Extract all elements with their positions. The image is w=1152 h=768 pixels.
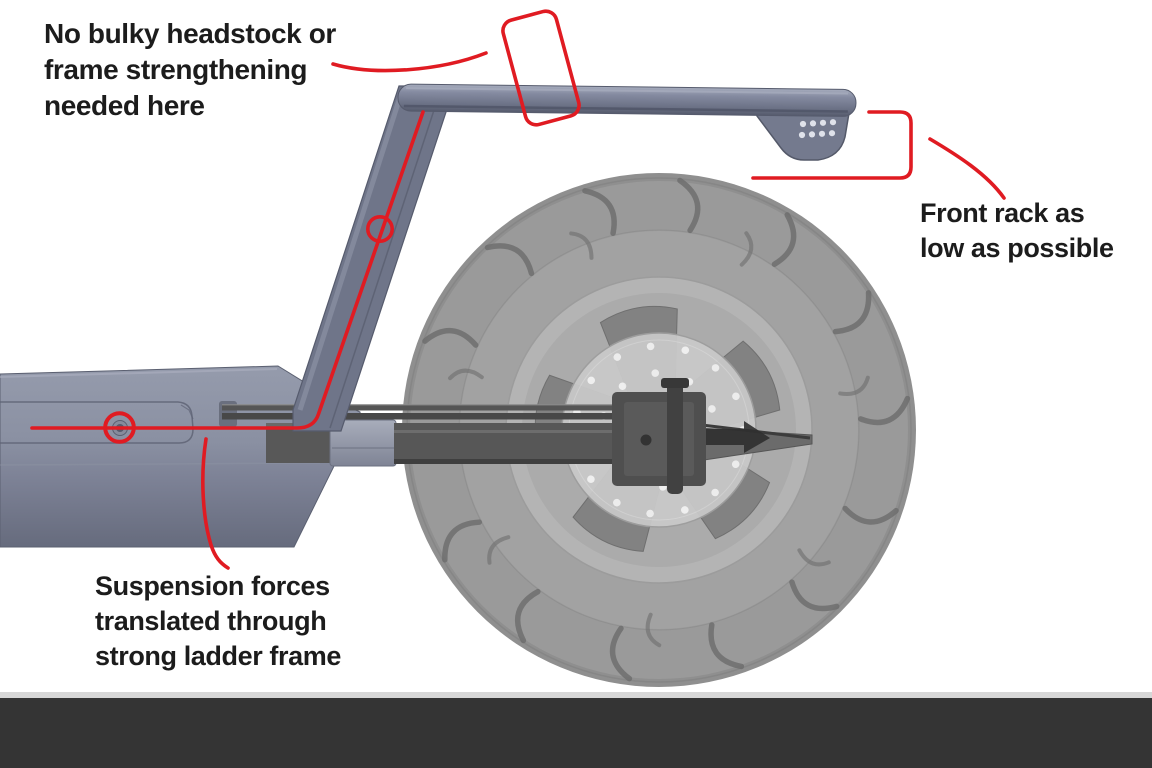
fork-prong-upper xyxy=(222,405,660,411)
fork-prong-lower xyxy=(222,413,660,420)
frame-tube-top xyxy=(397,83,857,117)
clamp-bolt xyxy=(640,434,652,446)
rack-plate-holes xyxy=(798,119,837,139)
axle-pin xyxy=(667,382,683,494)
bracket-front-rack xyxy=(751,110,913,180)
annotation-front-rack-note: Front rack as low as possible xyxy=(920,196,1114,266)
note-line: Suspension forces xyxy=(95,571,330,601)
body-step-detail xyxy=(180,404,194,420)
swingarm-bar-main xyxy=(394,423,652,464)
callout-curve-suspension xyxy=(201,437,230,570)
body-top-highlight xyxy=(0,368,278,378)
annotation-suspension-note: Suspension forces translated through str… xyxy=(95,569,341,674)
fork-prong-highlight xyxy=(222,404,660,406)
callout-line-ladder-frame xyxy=(30,110,425,430)
axle-pointer xyxy=(706,421,770,453)
front-wheel xyxy=(402,173,916,687)
swingarm-shadow xyxy=(394,459,652,464)
axle-pin-cap xyxy=(661,378,689,388)
note-line: strong ladder frame xyxy=(95,641,341,671)
note-line: No bulky headstock or xyxy=(44,18,336,49)
note-line: Front rack as xyxy=(920,198,1085,228)
note-line: translated through xyxy=(95,606,327,636)
note-line: frame strengthening xyxy=(44,54,308,85)
note-line: low as possible xyxy=(920,233,1114,263)
callout-curve-front-rack xyxy=(928,137,1006,200)
bolt-circle-lower xyxy=(103,411,136,444)
annotation-marks xyxy=(30,9,1006,570)
swingarm-highlight xyxy=(394,430,652,433)
diagonal-tube-highlight xyxy=(297,93,404,411)
diagonal-tube-crease xyxy=(329,103,437,429)
body-crease xyxy=(0,462,321,466)
note-line: needed here xyxy=(44,90,205,121)
highlight-rect-headstock xyxy=(501,9,581,127)
axle-clamp xyxy=(612,378,770,494)
footer-separator-line xyxy=(0,692,1152,698)
annotation-headstock-note: No bulky headstock or frame strengthenin… xyxy=(44,16,336,124)
body-panel-groove xyxy=(0,401,194,444)
pivot-circle-upper xyxy=(365,215,394,244)
callout-curve-headstock xyxy=(331,51,488,73)
footer-bar xyxy=(0,698,1152,768)
